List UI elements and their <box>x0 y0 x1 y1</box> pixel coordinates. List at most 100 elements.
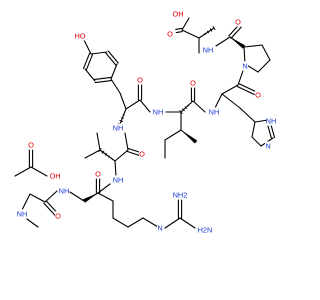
pro-carbonyl-bond <box>230 26 242 39</box>
ala-carbonyl-bond <box>175 31 183 34</box>
ala-acid-oxygen-label: O <box>167 30 173 39</box>
pro-amide-bond <box>215 36 231 47</box>
ala-acid-bond <box>181 17 190 31</box>
hash-stroke <box>122 114 125 116</box>
atom-label-background <box>190 78 196 88</box>
his-beta-bond <box>221 93 241 109</box>
hash-stroke <box>206 30 210 34</box>
ile-ethyl-bond <box>164 129 182 141</box>
acetate-hydroxyl-label: OH <box>49 172 60 181</box>
val-amide-bond <box>124 132 129 151</box>
hash-stroke <box>108 155 110 158</box>
hash-stroke <box>98 147 102 153</box>
ala-acid-hydroxyl-label: OH <box>172 10 183 19</box>
ile-alpha-bond <box>180 100 194 113</box>
atom-label-background <box>95 169 101 179</box>
val-n-bond <box>114 160 117 177</box>
his-ring-bond <box>251 136 262 147</box>
sar-carbonyl-oxygen-label: O <box>55 212 61 221</box>
tyr-ring-double <box>82 52 91 69</box>
pro-carbonyl-bond <box>228 24 240 37</box>
val-carbonyl-oxygen-label: O <box>139 150 145 159</box>
hash-stroke <box>104 153 108 156</box>
his-n-bond <box>214 93 223 109</box>
hash-stroke <box>121 117 124 119</box>
hash-stroke <box>187 104 190 107</box>
hash-stroke <box>184 106 188 109</box>
tyr-amide-nh-label: NH <box>113 124 124 133</box>
val-methyl-bond <box>84 149 101 159</box>
atom-label-background <box>265 141 271 151</box>
tyr-ring-link <box>110 78 121 94</box>
arg-side-bond <box>127 217 144 228</box>
val-carbonyl-bond <box>127 147 142 154</box>
sar-carbonyl-bond <box>43 202 56 216</box>
pro-ring-bond <box>257 59 271 73</box>
his-amide-bond <box>237 67 245 86</box>
atom-label-background <box>137 75 143 85</box>
val-stereo <box>98 147 113 160</box>
his-carbonyl-oxygen-label: O <box>255 91 261 100</box>
his-carbonyl-bond <box>236 85 255 95</box>
arg-n-bond <box>69 191 85 202</box>
tyr-ring-double <box>94 80 112 84</box>
hash-stroke <box>212 25 216 31</box>
hash-stroke <box>204 33 206 35</box>
ile-amide-nh-label: NH <box>153 108 164 117</box>
ala-methyl-stereo <box>201 25 216 37</box>
tyrosine-hydroxyl-label: HO <box>74 32 85 41</box>
ile-carbonyl-oxygen-label: O <box>190 79 196 88</box>
guanidine-nh2-label: NH2 <box>173 191 188 200</box>
atom-label-background <box>157 223 163 233</box>
atom-label-background <box>203 45 213 55</box>
arg-amide-nh-label: NH <box>59 187 70 196</box>
tyr-phenol-bond <box>83 39 92 55</box>
pro-carbonyl-oxygen-label: O <box>235 18 241 27</box>
atom-label-background <box>50 171 60 181</box>
val-beta-bond <box>99 149 116 162</box>
arg-side-bond <box>112 217 129 228</box>
tyr-beta-bond <box>119 92 127 110</box>
val-alpha-bond <box>114 149 129 162</box>
acetate-methyl-bond <box>14 166 32 177</box>
tyr-amide-bond <box>139 99 151 113</box>
atom-label-background <box>153 107 163 117</box>
his-ring-bond <box>239 107 256 123</box>
atom-label-background <box>75 31 85 41</box>
sar-methylamine-nh-label: NH <box>17 210 28 219</box>
atom-label-background <box>198 225 212 235</box>
atom-label-background <box>173 9 183 19</box>
atom-label-background <box>113 175 123 185</box>
hash-stroke <box>111 158 113 160</box>
atom-label-background <box>167 29 173 39</box>
sar-carbonyl-bond <box>45 200 58 214</box>
pro-ring-bond <box>261 44 271 61</box>
imidazole-nh-label: NH <box>266 117 277 126</box>
tyr-alpha-bond <box>125 99 141 110</box>
ala-carbonyl-bond <box>175 27 183 30</box>
his-amide-nh-label: NH <box>209 108 220 117</box>
val-amide-nh-label: NH <box>113 176 124 185</box>
atom-label-background <box>17 209 27 219</box>
sar-methyl-bond <box>26 218 39 228</box>
acetate-c-oh-bond <box>30 166 48 177</box>
his-alpha-bond <box>221 84 239 95</box>
his-ring-bond <box>254 119 269 123</box>
pro-stereo <box>230 37 246 49</box>
ile-amide-bond <box>192 100 206 113</box>
bond-layer <box>14 17 276 229</box>
val-methyl-bond <box>96 132 101 151</box>
tyr-ring-double <box>107 50 119 64</box>
guan-bond <box>164 217 181 229</box>
guanidine-h2n-label: H2N <box>198 226 213 235</box>
atom-label-background <box>209 107 219 117</box>
val-carbonyl-bond <box>126 150 141 157</box>
guan-bond <box>179 217 196 229</box>
hash-stroke <box>101 150 105 154</box>
hash-stroke <box>189 102 192 104</box>
atom-label-background <box>235 17 241 27</box>
hash-stroke <box>181 108 185 112</box>
hash-stroke <box>119 119 124 123</box>
